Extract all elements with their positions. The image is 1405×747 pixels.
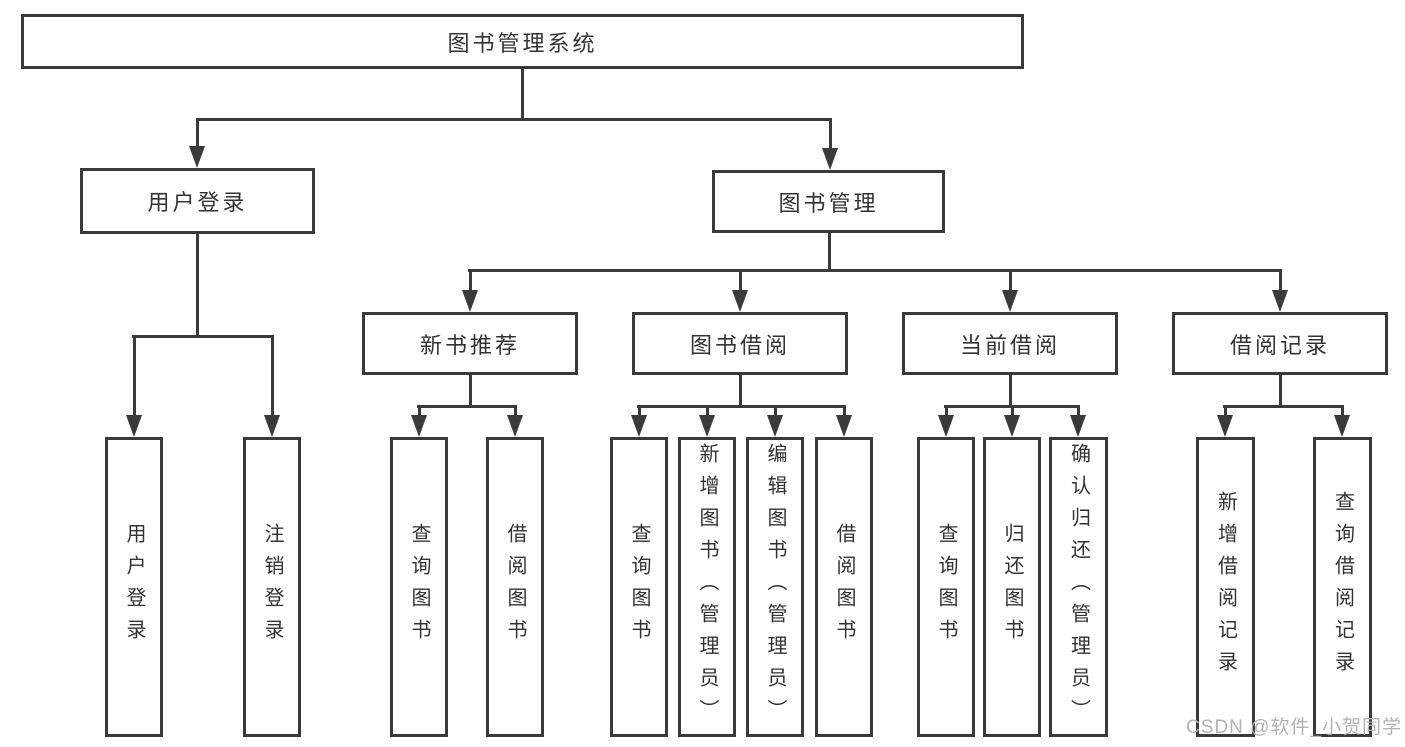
arrowhead-down-icon (1217, 415, 1233, 437)
connector-line (1076, 405, 1080, 417)
leaf-query-book: 查询图书 (610, 437, 668, 737)
arrowhead-down-icon (126, 415, 142, 437)
node-new-book-recommendation: 新书推荐 (362, 312, 578, 375)
leaf-borrow-book: 借阅图书 (815, 437, 873, 737)
arrowhead-down-icon (631, 415, 647, 437)
connector-line (1010, 405, 1014, 417)
leaf-logout: 注销登录 (243, 437, 301, 737)
connector-line (827, 233, 831, 272)
connector-line (637, 405, 846, 408)
connector-line (270, 335, 274, 417)
arrowhead-down-icon (1334, 415, 1350, 437)
leaf-query-borrow-record: 查询借阅记录 (1313, 437, 1372, 737)
arrowhead-down-icon (264, 415, 280, 437)
leaf-borrow-book: 借阅图书 (486, 437, 544, 737)
connector-line (132, 335, 136, 417)
node-borrowing-records: 借阅记录 (1172, 312, 1388, 375)
arrowhead-down-icon (1070, 415, 1086, 437)
connector-line (195, 118, 199, 148)
arrowhead-down-icon (699, 415, 715, 437)
node-user-login: 用户登录 (80, 168, 315, 234)
connector-line (1223, 405, 1227, 417)
node-book-management: 图书管理 (712, 170, 945, 233)
connector-line (1008, 375, 1012, 408)
connector-line (417, 405, 517, 408)
leaf-return-book: 归还图书 (983, 437, 1041, 737)
node-library-management-system: 图书管理系统 (21, 14, 1024, 69)
arrowhead-down-icon (507, 415, 523, 437)
connector-line (1008, 269, 1012, 292)
connector-line (195, 234, 199, 338)
connector-line (944, 405, 948, 417)
connector-line (520, 69, 524, 121)
arrowhead-down-icon (836, 415, 852, 437)
connector-line (773, 405, 777, 417)
node-book-borrowing: 图书借阅 (632, 312, 848, 375)
leaf-query-book: 查询图书 (917, 437, 975, 737)
connector-line (417, 405, 421, 417)
leaf-user-login: 用户登录 (105, 437, 163, 737)
connector-line (513, 405, 517, 417)
arrowhead-down-icon (1004, 415, 1020, 437)
connector-line (738, 269, 742, 292)
connector-line (1278, 375, 1282, 408)
leaf-add-borrow-record: 新增借阅记录 (1196, 437, 1255, 737)
connector-line (1278, 269, 1282, 292)
arrowhead-down-icon (411, 415, 427, 437)
connector-line (738, 375, 742, 408)
arrowhead-down-icon (189, 146, 205, 168)
connector-line (828, 118, 832, 150)
connector-line (637, 405, 641, 417)
arrowhead-down-icon (767, 415, 783, 437)
node-current-borrowing: 当前借阅 (902, 312, 1118, 375)
connector-line (468, 269, 472, 292)
leaf-add-book-admin: 新增图书（管理员） (678, 437, 736, 737)
connector-line (705, 405, 709, 417)
arrowhead-down-icon (1272, 290, 1288, 312)
connector-line (1340, 405, 1344, 417)
connector-line (132, 335, 274, 338)
leaf-confirm-return-admin: 确认归还（管理员） (1049, 437, 1108, 737)
connector-line (842, 405, 846, 417)
arrowhead-down-icon (1002, 290, 1018, 312)
leaf-edit-book-admin: 编辑图书（管理员） (746, 437, 804, 737)
connector-line (468, 375, 472, 408)
watermark: CSDN @软件_小贺同学 (1186, 717, 1402, 738)
arrowhead-down-icon (732, 290, 748, 312)
arrowhead-down-icon (938, 415, 954, 437)
arrowhead-down-icon (462, 290, 478, 312)
connector-line (196, 118, 832, 121)
arrowhead-down-icon (822, 148, 838, 170)
connector-line (1223, 405, 1344, 408)
connector-line (468, 269, 1282, 272)
leaf-query-book: 查询图书 (390, 437, 448, 737)
